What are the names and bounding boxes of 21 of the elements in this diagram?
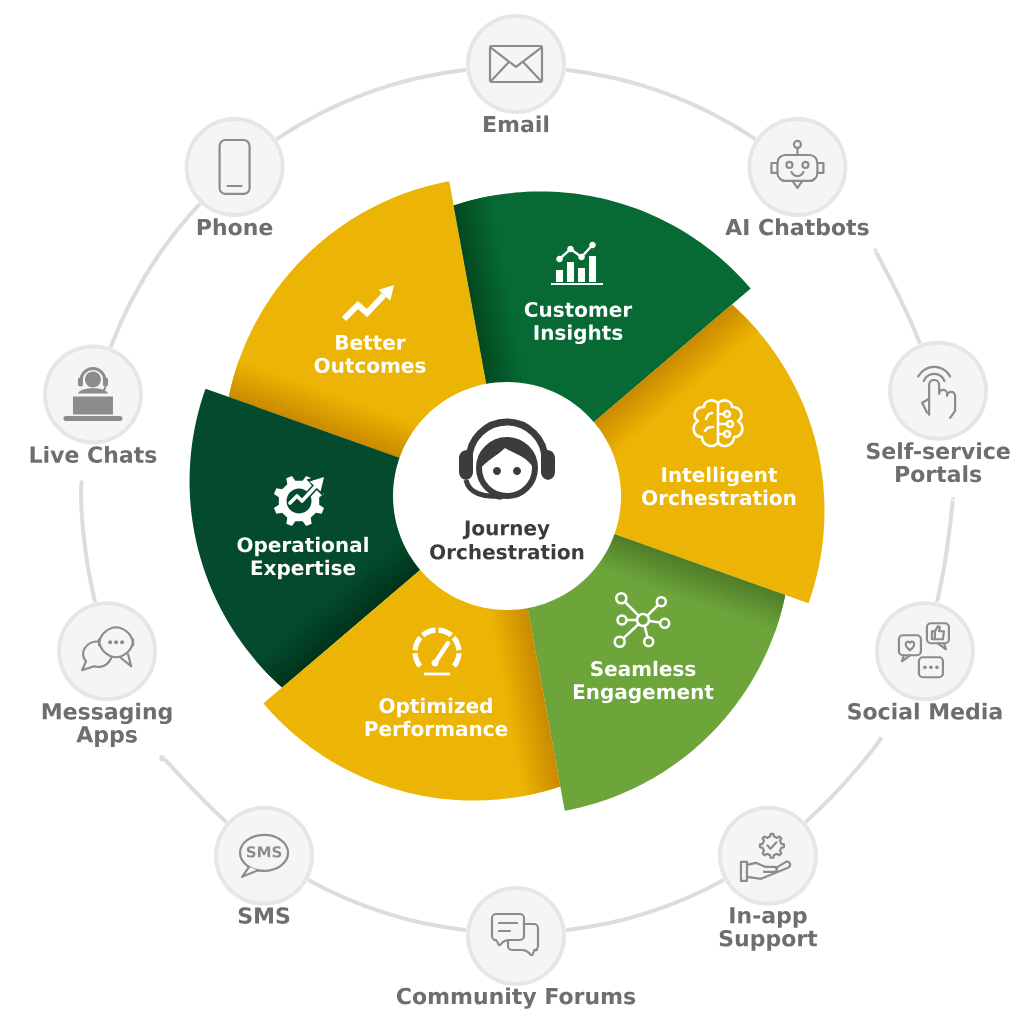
connector-arc — [565, 878, 725, 933]
connector-arc — [108, 202, 202, 349]
connector-arc — [565, 67, 757, 141]
connector-arc — [159, 756, 228, 824]
icon-caption: Live Chats — [30, 445, 157, 463]
icon-caption: Community Forums — [396, 987, 636, 1009]
connector-arc — [275, 67, 467, 141]
connector-arc — [934, 498, 956, 603]
icon-caption: Phone — [197, 218, 273, 236]
icon-caption: Messaging Apps — [42, 702, 172, 747]
icon-text: SMS — [246, 846, 282, 858]
icon-caption: Email — [484, 115, 549, 133]
connector-arc — [874, 250, 922, 345]
icon-caption: Self-service Portals — [867, 442, 1010, 483]
connector-arc — [804, 736, 884, 824]
icon-caption: SMS — [238, 907, 290, 924]
icon-caption: In-app Support — [719, 907, 818, 951]
connector-arc — [307, 878, 467, 933]
icon-caption: Social Media — [848, 702, 1002, 720]
connector-arc — [79, 480, 98, 603]
icon-caption: AI Chatbots — [725, 218, 869, 236]
